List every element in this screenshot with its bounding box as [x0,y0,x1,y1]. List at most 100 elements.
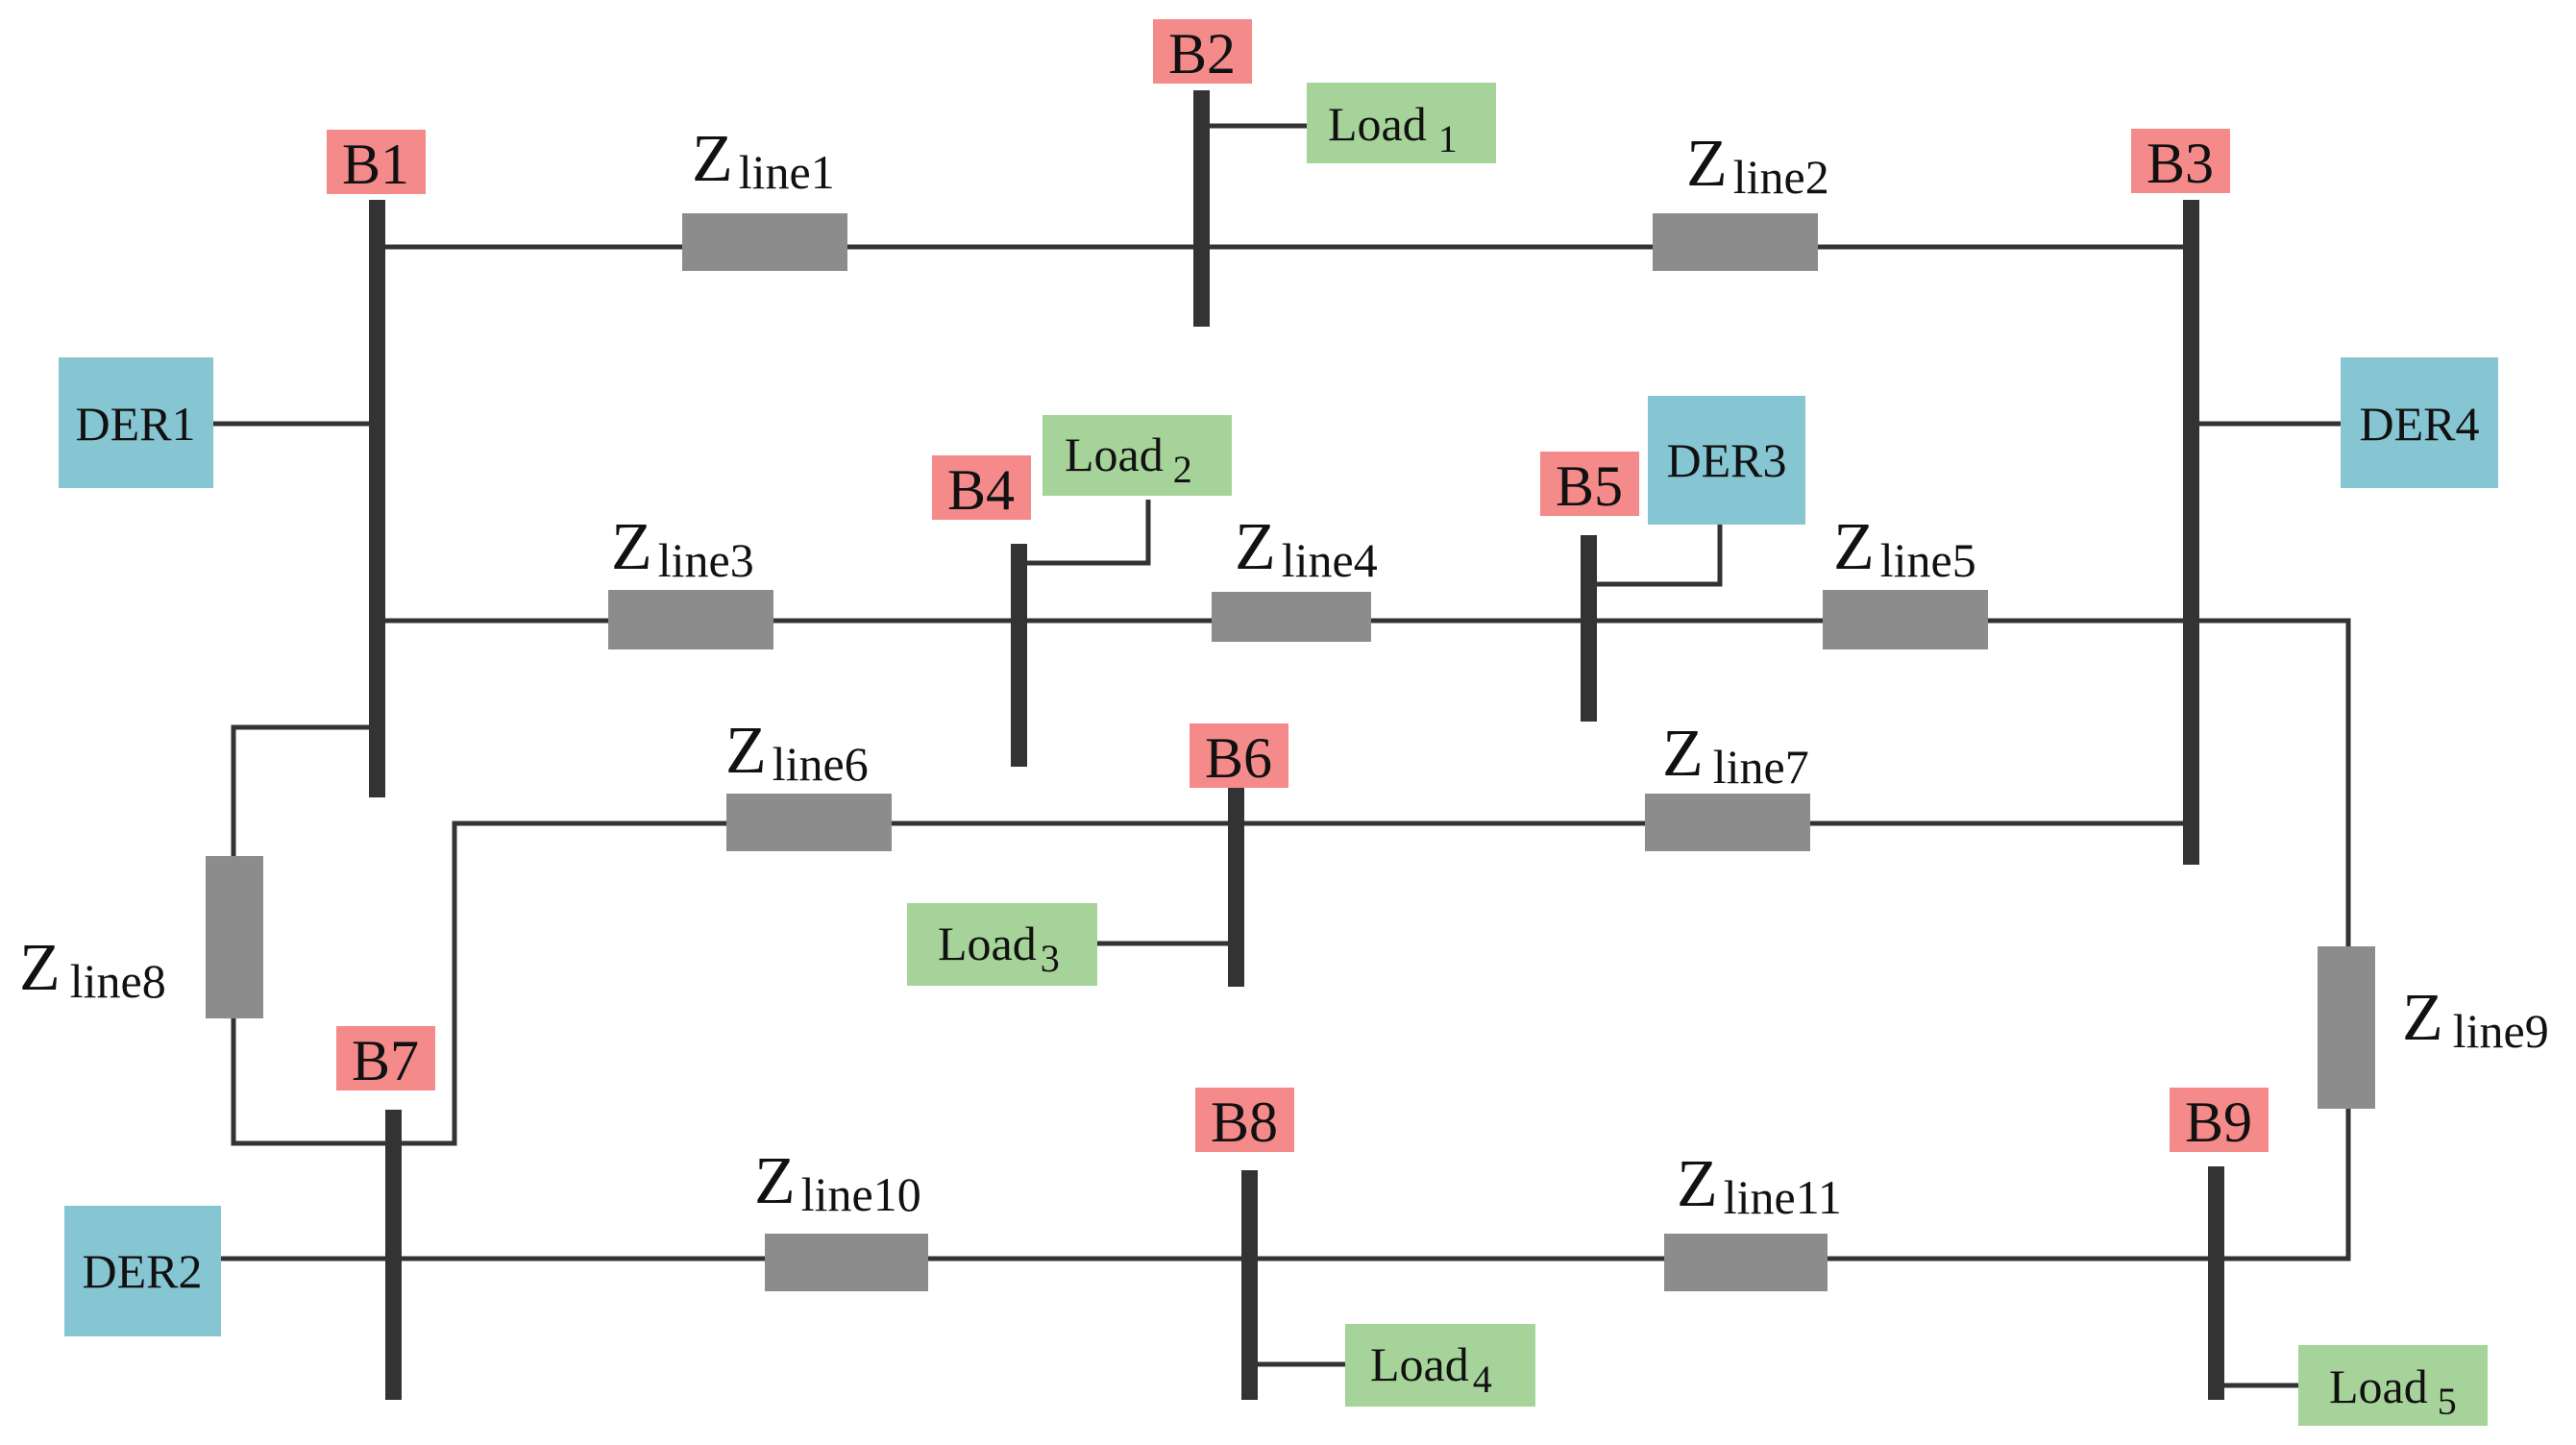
bus-label-b7-text: B7 [352,1029,419,1092]
zline5-z: Z [1833,510,1875,584]
zline8-z: Z [19,931,61,1005]
zline6-subscript: line6 [773,737,869,791]
impedance-line7 [1645,794,1810,851]
bus-label-b7: B7 [336,1026,435,1092]
der-box-der3: DER3 [1648,396,1805,525]
load1-subscript: 1 [1438,117,1458,160]
bus-label-b4-text: B4 [947,458,1015,522]
impedance-line2 [1653,213,1818,271]
impedance-line10 [765,1234,928,1291]
load2-text: Load [1065,428,1164,481]
bus-label-b4: B4 [932,455,1031,522]
zline8-subscript: line8 [70,954,166,1008]
zline4-subscript: line4 [1282,533,1378,587]
der-units: DER1 DER2 DER3 DER4 [59,357,2498,1336]
wire-b4-load2 [1018,500,1151,566]
bus-label-b5-text: B5 [1556,454,1623,518]
der-label-der2: DER2 [83,1244,203,1298]
impedances [206,213,2375,1291]
impedance-line8 [206,856,263,1018]
zline11-subscript: line11 [1724,1170,1842,1224]
bus-bar-b6 [1228,785,1244,987]
load1-label: Load 1 [1328,97,1458,160]
zline3-subscript: line3 [658,533,754,587]
bus-label-b5: B5 [1540,452,1639,518]
wire-b7-b6-b3 [390,820,2191,1146]
zline11-z: Z [1677,1147,1718,1221]
zline9-subscript: line9 [2453,1004,2549,1058]
bus-bar-b4 [1011,544,1027,767]
impedance-line4 [1212,592,1371,642]
bus-bar-b9 [2208,1166,2224,1400]
load3-text: Load [938,917,1037,970]
zline1-subscript: line1 [739,145,835,199]
bus-bar-b2 [1193,90,1210,327]
der-box-der1: DER1 [59,357,213,488]
zline4-z: Z [1235,510,1276,584]
zline1-z: Z [692,122,733,196]
bus-label-b2-text: B2 [1168,22,1236,86]
bus-bar-b5 [1581,535,1597,722]
bus-label-b3-text: B3 [2147,132,2214,195]
bus-bars [369,90,2224,1400]
der-label-der3: DER3 [1667,433,1787,487]
zline10-z: Z [754,1144,796,1218]
der-box-der2: DER2 [64,1206,221,1336]
bus-bar-b3 [2183,200,2199,865]
bus-label-b8: B8 [1195,1088,1294,1154]
zline6-z: Z [725,714,767,788]
der-box-der4: DER4 [2341,357,2498,488]
load5-subscript: 5 [2438,1380,2457,1423]
bus-labels: B1 B2 B3 B4 B5 B6 B7 B8 [327,19,2269,1154]
bus-label-b6-text: B6 [1205,726,1272,790]
impedance-line6 [726,794,892,851]
load3-subscript: 3 [1041,937,1060,980]
impedance-line3 [608,590,773,649]
zline9-z: Z [2402,981,2443,1055]
load5-text: Load [2329,1359,2428,1413]
load-box-load1: Load 1 [1307,83,1496,163]
zline10-subscript: line10 [801,1167,921,1221]
impedance-line9 [2318,946,2375,1109]
bus-bar-b1 [369,200,385,797]
wire-b1-b4-b5-b9 [377,618,2351,1261]
bus-label-b1: B1 [327,130,426,196]
wire-b5-der3 [1588,522,1723,587]
impedance-line11 [1664,1234,1828,1291]
zline3-z: Z [611,510,652,584]
zline2-z: Z [1686,127,1728,201]
bus-bar-b7 [385,1110,402,1400]
zline7-z: Z [1662,717,1704,791]
der-label-der1: DER1 [76,397,196,451]
bus-label-b8-text: B8 [1211,1090,1278,1154]
zline2-subscript: line2 [1733,150,1829,204]
der-label-der4: DER4 [2360,397,2480,451]
load2-subscript: 2 [1173,448,1192,491]
load4-subscript: 4 [1473,1358,1492,1401]
bus-label-b6: B6 [1190,723,1288,790]
bus-label-b9: B9 [2170,1088,2269,1154]
load1-text: Load [1328,97,1427,151]
bus-label-b9-text: B9 [2185,1090,2252,1154]
bus-label-b3: B3 [2131,129,2230,195]
